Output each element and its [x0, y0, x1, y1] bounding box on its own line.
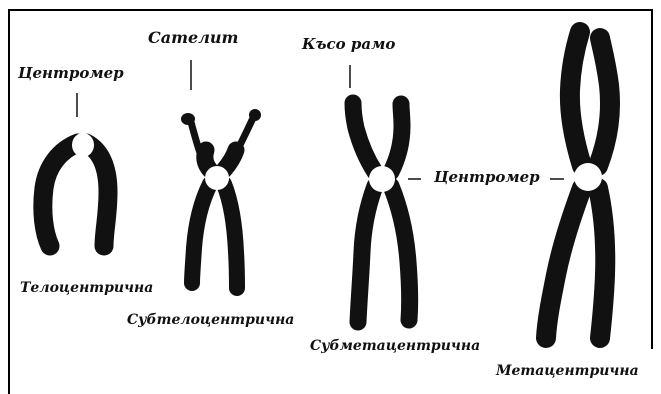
metacentric-label: Метацентрична	[496, 364, 639, 378]
subtelocentric-left-swelling	[205, 150, 210, 170]
subtelocentric-left-satellite	[181, 113, 195, 125]
metacentric-lower-right-arm	[598, 188, 605, 338]
subtelocentric-left-long-arm	[192, 184, 210, 283]
short-arm-label: Късо рамо	[302, 37, 395, 52]
submetacentric-label: Субметацентрична	[310, 339, 480, 353]
metacentric-centromere	[574, 163, 602, 191]
subtelocentric-right-long-arm	[224, 184, 237, 288]
subtelocentric-right-satellite	[249, 109, 261, 121]
subtelocentric-centromere	[205, 166, 229, 190]
metacentric-upper-right-arm	[598, 38, 610, 166]
submetacentric-chromosome	[353, 103, 410, 322]
submetacentric-right-long-arm	[391, 186, 410, 320]
submetacentric-left-long-arm	[358, 186, 375, 322]
subtelocentric-chromosome	[191, 118, 253, 288]
telocentric-left-chromatid	[43, 143, 78, 246]
submetacentric-right-short-arm	[391, 104, 402, 172]
submetacentric-centromere	[369, 166, 395, 192]
telocentric-chromosome	[43, 143, 108, 246]
centromere-label-2: Центромер	[432, 170, 542, 185]
metacentric-upper-left-arm	[570, 32, 582, 166]
telocentric-centromere	[72, 133, 94, 157]
metacentric-lower-left-arm	[546, 188, 582, 338]
submetacentric-left-short-arm	[353, 103, 375, 172]
satellite-label: Сателит	[148, 30, 238, 46]
subtelocentric-label: Субтелоцентрична	[127, 313, 294, 327]
telocentric-label: Телоцентрична	[20, 281, 153, 295]
subtelocentric-right-swelling	[224, 150, 236, 170]
centromere-label: Центромер	[18, 66, 124, 81]
telocentric-right-chromatid	[86, 143, 108, 246]
